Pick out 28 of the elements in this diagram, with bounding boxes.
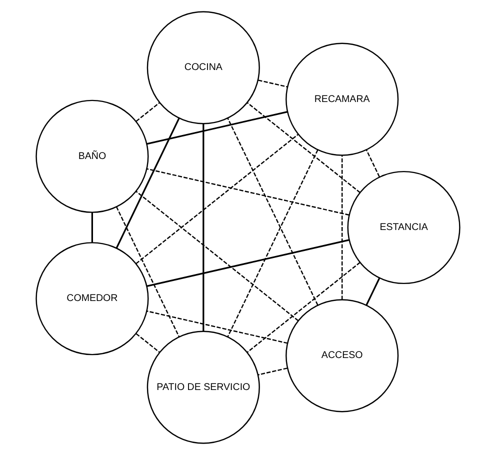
node-circle: BAÑO	[36, 100, 149, 213]
connector	[146, 239, 350, 287]
connector	[366, 150, 380, 178]
node-circle: ESTANCIA	[347, 170, 460, 284]
node-circle: ACCESO	[286, 299, 399, 412]
connector	[136, 333, 160, 353]
connector	[136, 102, 160, 122]
connector	[136, 190, 299, 322]
connector	[116, 206, 180, 337]
node-circle: RECAMARA	[286, 42, 399, 156]
node-circle: COCINA	[146, 11, 260, 124]
connector	[258, 368, 288, 376]
node-circle: PATIO DE SERVICIO	[146, 330, 260, 444]
connector	[227, 118, 318, 306]
connector	[91, 212, 94, 242]
connector	[258, 80, 288, 88]
connector	[366, 278, 380, 306]
connector	[247, 262, 360, 353]
connector	[341, 155, 343, 300]
connector	[227, 150, 318, 338]
connector	[136, 134, 299, 264]
connector	[146, 168, 350, 216]
connector	[146, 310, 288, 344]
connector	[247, 102, 360, 194]
node-circle: COMEDOR	[36, 242, 149, 356]
connector	[202, 124, 204, 332]
connector	[116, 118, 180, 249]
connector	[146, 111, 288, 145]
